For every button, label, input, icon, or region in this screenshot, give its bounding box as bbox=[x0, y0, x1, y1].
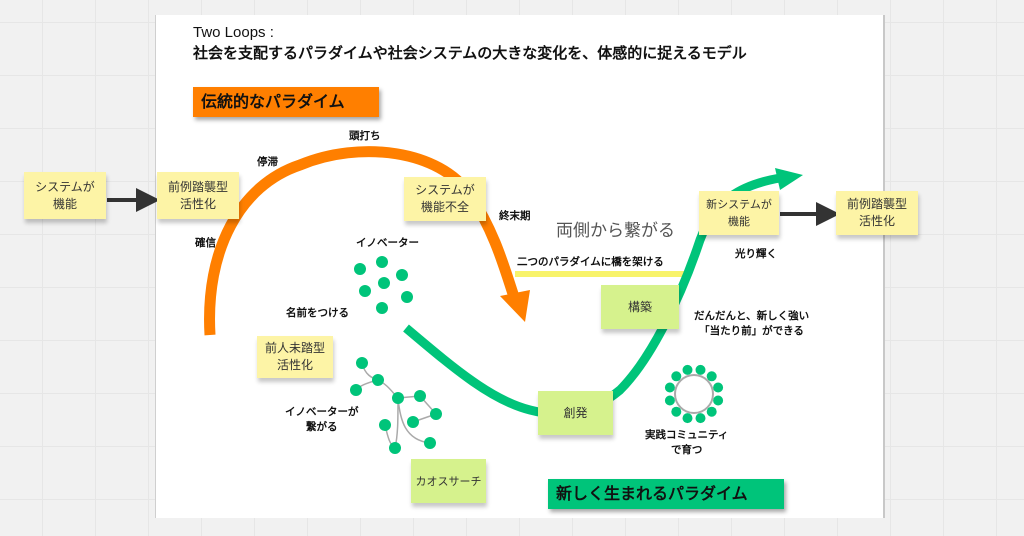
network-node bbox=[372, 374, 384, 386]
traditional-paradigm-banner: 伝統的なパラダイム bbox=[193, 87, 379, 117]
network-node bbox=[379, 419, 391, 431]
label-conviction: 確信 bbox=[195, 237, 216, 249]
emerging-loop-arrowhead bbox=[775, 168, 803, 190]
label-bridge: 二つのパラダイムに橋を架ける bbox=[517, 256, 664, 268]
bridge-bar bbox=[515, 271, 687, 277]
network-node bbox=[407, 416, 419, 428]
network-node bbox=[389, 442, 401, 454]
diagram-title: Two Loops : 社会を支配するパラダイムや社会システムの大きな変化を、体… bbox=[193, 22, 747, 64]
network-node bbox=[356, 357, 368, 369]
community-member-dot bbox=[682, 364, 693, 375]
community-member-dot bbox=[671, 406, 682, 417]
innovator-dot bbox=[376, 302, 388, 314]
innovator-dot bbox=[376, 256, 388, 268]
community-member-dot bbox=[706, 406, 717, 417]
sticky-precedent-activation-right[interactable]: 前例踏襲型 活性化 bbox=[836, 191, 918, 235]
practice-community-ring bbox=[664, 364, 724, 424]
innovator-dot bbox=[401, 291, 413, 303]
label-gradually: だんだんと、新しく強い 「当たり前」ができる bbox=[694, 310, 810, 337]
network-node bbox=[392, 392, 404, 404]
label-peak: 頭打ち bbox=[349, 130, 381, 142]
sticky-new-system-functions[interactable]: 新システムが 機能 bbox=[699, 191, 779, 235]
label-connect-both-sides: 両側から繋がる bbox=[556, 221, 675, 241]
community-member-dot bbox=[671, 371, 682, 382]
sticky-chaos-search[interactable]: カオスサーチ bbox=[411, 459, 486, 503]
label-practice-community: 実践コミュニティ で育つ bbox=[645, 429, 729, 456]
label-innovators-connect: イノベーターが 繋がる bbox=[285, 406, 359, 433]
innovator-network bbox=[350, 357, 442, 454]
network-node bbox=[414, 390, 426, 402]
innovator-dot bbox=[354, 263, 366, 275]
network-node bbox=[350, 384, 362, 396]
sticky-system-dysfunction[interactable]: システムが 機能不全 bbox=[404, 177, 486, 221]
label-end-period: 終末期 bbox=[499, 210, 531, 222]
innovator-dots bbox=[354, 256, 413, 314]
community-member-dot bbox=[664, 382, 675, 393]
title-line1: Two Loops : bbox=[193, 24, 274, 41]
community-member-dot bbox=[664, 395, 675, 406]
label-naming: 名前をつける bbox=[286, 307, 349, 319]
network-node bbox=[430, 408, 442, 420]
community-member-dot bbox=[713, 382, 724, 393]
emerging-paradigm-banner: 新しく生まれるパラダイム bbox=[548, 479, 784, 509]
innovator-dot bbox=[359, 285, 371, 297]
network-node bbox=[424, 437, 436, 449]
sticky-build[interactable]: 構築 bbox=[601, 285, 679, 329]
sticky-system-functions[interactable]: システムが 機能 bbox=[24, 172, 106, 219]
label-innovators: イノベーター bbox=[356, 237, 419, 249]
title-line2: 社会を支配するパラダイムや社会システムの大きな変化を、体感的に捉えるモデル bbox=[193, 45, 747, 62]
label-shine: 光り輝く bbox=[735, 248, 777, 260]
community-member-dot bbox=[706, 371, 717, 382]
label-stagnation: 停滞 bbox=[257, 156, 278, 168]
community-member-dot bbox=[695, 364, 706, 375]
innovator-dot bbox=[396, 269, 408, 281]
community-member-dot bbox=[713, 395, 724, 406]
community-member-dot bbox=[695, 413, 706, 424]
community-member-dot bbox=[682, 413, 693, 424]
traditional-loop-curve bbox=[204, 146, 521, 336]
sticky-emergence[interactable]: 創発 bbox=[538, 391, 613, 435]
sticky-precedent-activation-left[interactable]: 前例踏襲型 活性化 bbox=[157, 172, 239, 219]
sticky-unprecedented-activation[interactable]: 前人未踏型 活性化 bbox=[257, 336, 333, 378]
innovator-dot bbox=[378, 277, 390, 289]
traditional-loop-arrowhead bbox=[500, 290, 530, 322]
